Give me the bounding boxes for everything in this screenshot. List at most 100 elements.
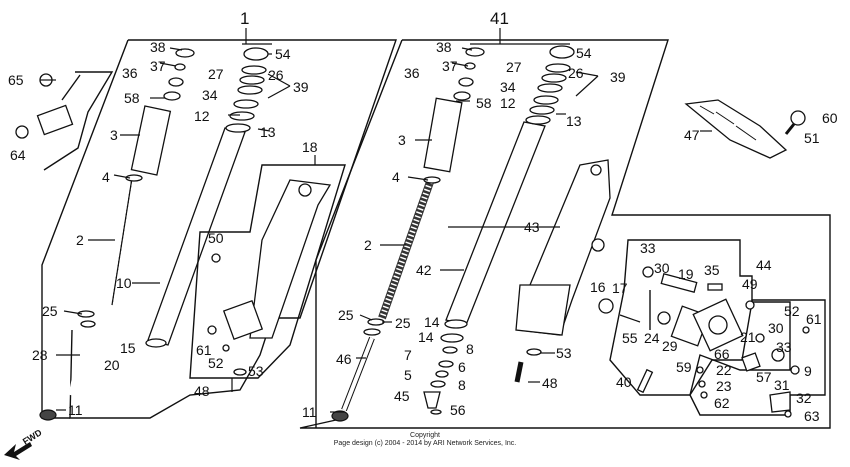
part-callout-60: 60 — [822, 110, 838, 126]
part-callout-58: 58 — [476, 95, 492, 111]
part-callout-2: 2 — [364, 237, 372, 253]
part-callout-12: 12 — [194, 108, 210, 124]
part-callout-34: 34 — [202, 87, 218, 103]
part-callout-21: 21 — [740, 329, 756, 345]
detail-panel-31 — [689, 299, 826, 416]
upper-bracket — [15, 71, 114, 171]
copyright-notice: Copyright Page design (c) 2004 - 2014 by… — [300, 432, 550, 448]
part-callout-23: 23 — [716, 378, 732, 394]
part-callout-8: 8 — [458, 377, 466, 393]
assembly-label-right: 41 — [490, 9, 509, 28]
part-callout-66: 66 — [714, 346, 730, 362]
part-callout-17: 17 — [612, 280, 628, 296]
part-callout-64: 64 — [10, 147, 26, 163]
part-callout-13: 13 — [260, 124, 276, 140]
part-callout-38: 38 — [150, 39, 166, 55]
part-callout-19: 19 — [678, 266, 694, 282]
part-callout-14: 14 — [418, 329, 434, 345]
detail-panel-44 — [609, 239, 791, 396]
part-callout-43: 43 — [524, 219, 540, 235]
part-callout-42: 42 — [416, 262, 432, 278]
part-callout-55: 55 — [622, 330, 638, 346]
part-callout-54: 54 — [576, 45, 592, 61]
part-callout-44: 44 — [756, 257, 772, 273]
part-callout-18: 18 — [302, 139, 318, 155]
part-callout-53: 53 — [248, 363, 264, 379]
part-callout-9: 9 — [804, 363, 812, 379]
part-callout-26: 26 — [268, 67, 284, 83]
part-callout-27: 27 — [506, 59, 522, 75]
copyright-line-1: Copyright — [410, 432, 440, 439]
part-callout-51: 51 — [804, 130, 820, 146]
part-callout-29: 29 — [662, 338, 678, 354]
part-callout-30: 30 — [654, 260, 670, 276]
callout-labels: 1 41 38 37 36 58 54 27 26 34 39 12 13 3 … — [8, 9, 838, 424]
damper-rod-46 — [341, 336, 375, 412]
part-callout-14: 14 — [424, 314, 440, 330]
copyright-line-2: Page design (c) 2004 - 2014 by ARI Netwo… — [333, 440, 517, 447]
part-callout-47: 47 — [684, 127, 700, 143]
part-callout-30: 30 — [768, 320, 784, 336]
part-callout-35: 35 — [704, 262, 720, 278]
part-callout-36: 36 — [122, 65, 138, 81]
part-callout-36: 36 — [404, 65, 420, 81]
right-panel-outline — [299, 39, 831, 429]
part-callout-20: 20 — [104, 357, 120, 373]
part-callout-49: 49 — [742, 276, 758, 292]
part-callout-16: 16 — [590, 279, 606, 295]
fork-spring-2-right — [378, 180, 434, 320]
left-panel-edge — [41, 39, 129, 419]
part-callout-11: 11 — [68, 402, 83, 418]
part-11-left — [39, 409, 57, 421]
left-fork-assembly — [15, 28, 397, 421]
bracket-47 — [684, 99, 806, 159]
part-callout-4: 4 — [392, 169, 400, 185]
part-callout-52: 52 — [784, 303, 800, 319]
part-callout-57: 57 — [756, 369, 772, 385]
part-callout-39: 39 — [610, 69, 626, 85]
part-callout-59: 59 — [676, 359, 692, 375]
part-callout-33: 33 — [640, 240, 656, 256]
fork-tube-3 — [130, 105, 172, 176]
part-callout-25: 25 — [338, 307, 354, 323]
brake-detail-parts — [598, 266, 810, 418]
damper-rod-28 — [68, 324, 86, 396]
part-callout-45: 45 — [394, 388, 410, 404]
fork-spring-2 — [111, 177, 133, 306]
part-callout-31: 31 — [774, 377, 790, 393]
part-callout-28: 28 — [32, 347, 48, 363]
part-callout-2: 2 — [76, 232, 84, 248]
right-panel-edge — [315, 39, 403, 428]
fwd-arrow-icon — [4, 442, 32, 460]
part-callout-22: 22 — [716, 362, 732, 378]
part-callout-37: 37 — [442, 58, 458, 74]
part-callout-37: 37 — [150, 58, 166, 74]
part-callout-12: 12 — [500, 95, 516, 111]
part-callout-27: 27 — [208, 66, 224, 82]
part-callout-61: 61 — [806, 311, 822, 327]
part-callout-48: 48 — [194, 383, 210, 399]
part-callout-3: 3 — [398, 132, 406, 148]
right-leader-lines — [330, 47, 599, 413]
part-callout-26: 26 — [568, 65, 584, 81]
fork-slider-18 — [222, 179, 332, 341]
part-callout-48: 48 — [542, 375, 558, 391]
part-callout-25: 25 — [42, 303, 58, 319]
part-callout-65: 65 — [8, 72, 24, 88]
part-callout-34: 34 — [500, 79, 516, 95]
assembly-label-left: 1 — [240, 9, 249, 28]
part-callout-38: 38 — [436, 39, 452, 55]
part-callout-61: 61 — [196, 342, 212, 358]
left-leader-lines — [40, 47, 316, 411]
part-callout-32: 32 — [796, 390, 812, 406]
right-fork-assembly — [299, 28, 831, 429]
fork-slider-43 — [515, 159, 611, 336]
part-callout-25: 25 — [395, 315, 411, 331]
part-callout-50: 50 — [208, 230, 224, 246]
part-callout-33: 33 — [776, 339, 792, 355]
part-callout-58: 58 — [124, 90, 140, 106]
part-callout-40: 40 — [616, 374, 632, 390]
part-callout-53: 53 — [556, 345, 572, 361]
part-callout-46: 46 — [336, 351, 352, 367]
